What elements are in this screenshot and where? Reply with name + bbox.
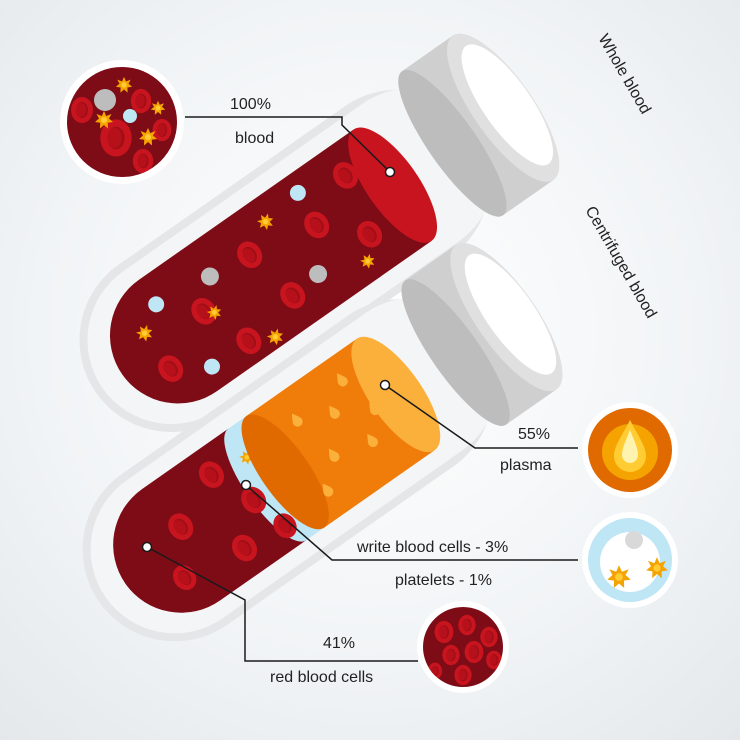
centrifuged-blood-title: Centrifuged blood [582,204,660,322]
plasma-detail-circle [582,402,678,498]
rbc-name: red blood cells [270,669,373,686]
plasma-percent: 55% [518,426,550,443]
marker-whole-blood [386,168,395,177]
marker-plasma [381,381,390,390]
marker-rbc [143,543,152,552]
wbc-platelets-detail-circle [582,512,678,608]
plasma-name: plasma [500,457,552,474]
wbc-label: write blood cells - 3% [356,539,508,556]
whole-blood-name: blood [235,130,274,147]
whole-blood-detail-circle [60,60,184,184]
rbc-detail-circle [417,601,509,693]
marker-wbc [242,481,251,490]
whole-blood-percent: 100% [230,96,271,113]
platelets-label: platelets - 1% [395,572,492,589]
whole-blood-title: Whole blood [595,32,654,118]
rbc-percent: 41% [323,635,355,652]
